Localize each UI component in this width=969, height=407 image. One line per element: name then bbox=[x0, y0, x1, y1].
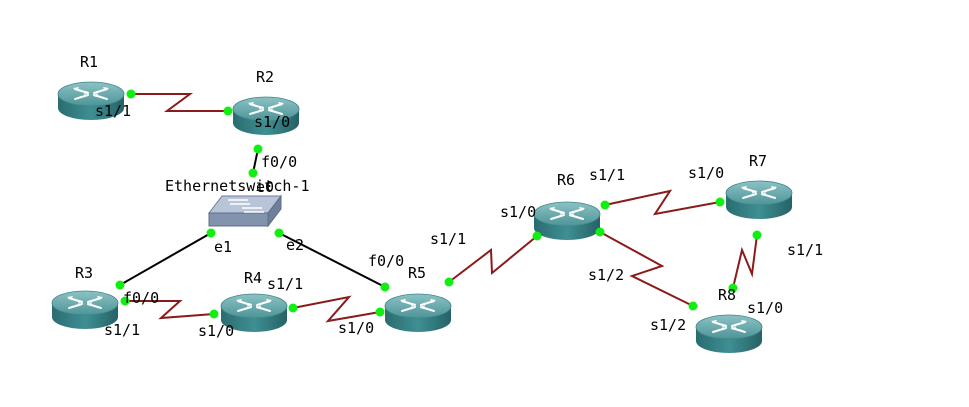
port-dot bbox=[206, 228, 216, 238]
link-r6-r8[interactable] bbox=[599, 231, 694, 307]
link-r7-r8[interactable] bbox=[732, 234, 758, 289]
port-dot bbox=[248, 168, 258, 178]
port-label-r5-s1-1: s1/1 bbox=[430, 230, 466, 248]
port-label-r1-s1-1: s1/1 bbox=[95, 102, 131, 120]
link-r5-r6[interactable] bbox=[448, 235, 538, 283]
port-dot bbox=[126, 89, 136, 99]
port-label-sw-e0: e0 bbox=[256, 178, 274, 196]
label-r5: R5 bbox=[408, 264, 426, 282]
port-labels: s1/1 s1/0 f0/0 e0 e1 e2 f0/0 f0/0 s1/1 s… bbox=[95, 102, 823, 340]
port-dots bbox=[115, 89, 762, 319]
link-r4-r5[interactable] bbox=[292, 295, 381, 323]
port-label-r7-s1-1: s1/1 bbox=[787, 241, 823, 259]
port-dot bbox=[444, 277, 454, 287]
link-r6-r7[interactable] bbox=[604, 189, 721, 216]
port-dot bbox=[380, 282, 390, 292]
port-label-r2-s1-0: s1/0 bbox=[254, 113, 290, 131]
link-switch-r3[interactable] bbox=[119, 232, 212, 286]
label-r4: R4 bbox=[244, 269, 262, 287]
port-dot bbox=[274, 228, 284, 238]
port-label-r3-f0-0: f0/0 bbox=[123, 289, 159, 307]
label-r3: R3 bbox=[75, 264, 93, 282]
port-label-r4-s1-1: s1/1 bbox=[267, 275, 303, 293]
port-dot bbox=[728, 283, 738, 293]
router-r5[interactable] bbox=[384, 293, 452, 333]
link-r1-r2[interactable] bbox=[131, 93, 228, 112]
port-label-r8-s1-2: s1/2 bbox=[650, 316, 686, 334]
ethernet-switch-icon[interactable] bbox=[207, 194, 283, 228]
port-dot bbox=[288, 303, 298, 313]
port-label-sw-f0-0: f0/0 bbox=[261, 153, 297, 171]
link-r3-r4[interactable] bbox=[125, 300, 215, 320]
port-label-r6-s1-2: s1/2 bbox=[588, 266, 624, 284]
port-label-r3-s1-1: s1/1 bbox=[104, 321, 140, 339]
router-r8[interactable] bbox=[695, 314, 763, 354]
port-dot bbox=[115, 280, 125, 290]
port-dot bbox=[715, 197, 725, 207]
link-switch-r5[interactable] bbox=[278, 232, 386, 288]
port-label-r5-f0-0: f0/0 bbox=[368, 252, 404, 270]
label-switch: Ethernetswitch-1 bbox=[165, 177, 310, 195]
label-r2: R2 bbox=[256, 68, 274, 86]
port-dot bbox=[532, 231, 542, 241]
label-r1: R1 bbox=[80, 53, 98, 71]
port-dot bbox=[600, 200, 610, 210]
port-dot bbox=[688, 301, 698, 311]
label-r8: R8 bbox=[718, 286, 736, 304]
port-dot bbox=[375, 307, 385, 317]
links-layer bbox=[119, 93, 758, 323]
port-label-r6-s1-0: s1/0 bbox=[500, 203, 536, 221]
port-label-sw-e2: e2 bbox=[286, 236, 304, 254]
port-label-r6-s1-1: s1/1 bbox=[589, 166, 625, 184]
label-r7: R7 bbox=[749, 152, 767, 170]
device-labels: R1 R2 Ethernetswitch-1 R3 R4 R5 R6 R7 R8 bbox=[75, 53, 767, 304]
port-dot bbox=[595, 227, 605, 237]
port-dot bbox=[752, 230, 762, 240]
port-label-r4-s1-0: s1/0 bbox=[198, 322, 234, 340]
router-r7[interactable] bbox=[725, 180, 793, 220]
router-r6[interactable] bbox=[533, 201, 601, 241]
port-dot bbox=[223, 106, 233, 116]
port-dot bbox=[253, 144, 263, 154]
port-dot bbox=[209, 309, 219, 319]
port-label-sw-e1: e1 bbox=[214, 238, 232, 256]
label-r6: R6 bbox=[557, 171, 575, 189]
port-dot bbox=[120, 296, 130, 306]
port-label-r8-s1-0: s1/0 bbox=[747, 299, 783, 317]
port-label-r7-s1-0: s1/0 bbox=[688, 164, 724, 182]
port-label-r5-s1-0: s1/0 bbox=[338, 319, 374, 337]
